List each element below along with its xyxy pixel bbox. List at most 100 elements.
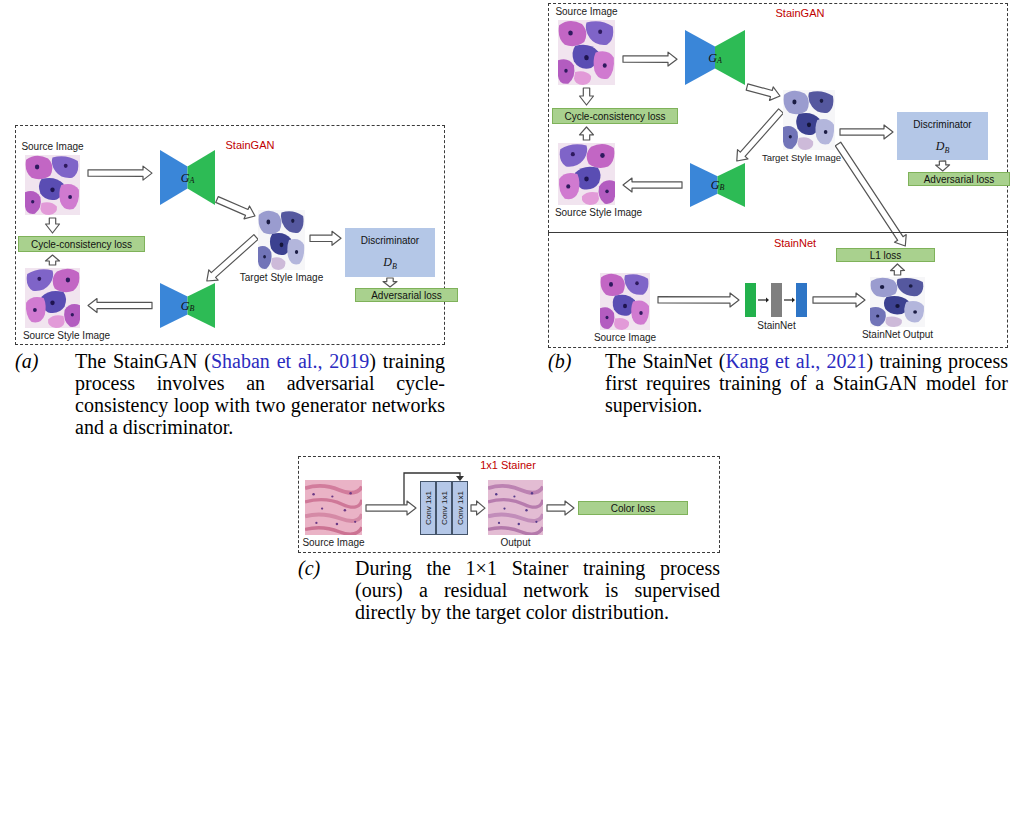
caption-body: The StainNet (Kang et al., 2021) trainin… [605, 350, 1008, 416]
arrow-body [88, 166, 152, 180]
conv-label: Conv 1x1 [440, 491, 449, 525]
symbol-line: DB [936, 136, 950, 154]
panel-title: StainGAN [776, 7, 825, 20]
symbol-letter: G [181, 300, 190, 312]
generator-network: GA [685, 30, 745, 85]
generator-network: GB [160, 283, 215, 328]
loss-box: Cycle-consistency loss [18, 236, 145, 252]
arrow-body [891, 264, 905, 275]
caption-tag: (b) [548, 350, 571, 372]
image-caption: Source Style Image [23, 330, 110, 342]
generator-label: GA [160, 150, 215, 205]
block-arrow [936, 161, 950, 171]
image-tile-node: Source Style Image [558, 143, 615, 205]
symbol-letter: G [711, 179, 720, 191]
block-arrow [840, 125, 893, 139]
loss-box: Color loss [578, 501, 688, 515]
image-tile-svg [558, 20, 615, 85]
dashed-panel: StainGANSource ImageGATarget Style Image… [15, 125, 445, 345]
symbol-subscript: A [189, 177, 194, 185]
conv-layer: Conv 1x1 [452, 481, 468, 535]
image-tile-node: Source Image [558, 20, 615, 85]
arrow-body [547, 501, 574, 515]
image-tile-svg [870, 277, 925, 327]
image-tile-svg [600, 273, 650, 330]
box-label: Discriminator [913, 119, 971, 131]
block-arrow [623, 52, 677, 66]
symbol-line: DB [383, 252, 397, 270]
block-arrow [658, 293, 739, 307]
image-tile-node: Output [488, 480, 543, 535]
generator-network: GA [160, 150, 215, 205]
block-arrow [88, 166, 152, 180]
arrow-body [580, 127, 594, 140]
dashed-panel: 1x1 StainerSource ImageConv 1x1Conv 1x1C… [298, 456, 720, 553]
micrograph-image [305, 480, 362, 535]
figure-caption: (c)During the 1×1 Stainer training proce… [298, 557, 720, 623]
image-tile-node: Target Style Image [783, 90, 835, 150]
loss-box: L1 loss [836, 248, 935, 262]
citation: Shaban et al., 2019 [211, 350, 369, 372]
image-caption: Source Image [21, 141, 83, 153]
arrow-body [840, 125, 893, 139]
stainnet-layers [745, 283, 807, 317]
image-tile-node: Target Style Image [258, 210, 305, 270]
arrow-body [46, 218, 60, 233]
loss-box: Cycle-consistency loss [552, 108, 678, 124]
loss-label: L1 loss [870, 250, 902, 261]
arrow-body [623, 178, 682, 192]
block-arrow [46, 255, 60, 265]
arrow-body [471, 501, 485, 515]
block-arrow [835, 142, 906, 246]
panel-title: 1x1 Stainer [480, 459, 536, 472]
image-caption: Source Style Image [555, 207, 642, 219]
caption-text: The StainGAN ( [75, 350, 211, 372]
panel-title: StainGAN [226, 139, 275, 152]
block-arrow [580, 88, 594, 105]
symbol-subscript: B [392, 262, 397, 271]
image-tile-node: Source Image [600, 273, 650, 330]
micrograph-image [488, 480, 543, 535]
image-tile-svg [783, 90, 835, 150]
dashed-panel: StainGAN Source Image GA Target Style Image… [548, 3, 1008, 233]
image-tile-node: StainNet Output [870, 277, 925, 327]
block-arrow [623, 178, 682, 192]
micrograph-image [558, 143, 615, 205]
arrow-body [623, 52, 677, 66]
citation: Kang et al., 2021 [725, 350, 866, 372]
image-tile-svg [488, 480, 543, 535]
decoder-half [715, 30, 745, 85]
arrow-body [366, 501, 416, 515]
stainnet-block: StainNet [745, 282, 808, 318]
loss-label: Cycle-consistency loss [564, 111, 665, 122]
image-tile-svg [25, 155, 80, 215]
arrow-body [310, 231, 341, 245]
decoder-half [188, 283, 216, 328]
arrow-body [835, 142, 906, 246]
dashed-panel: StainNetL1 lossSource ImageStainNetStain… [548, 233, 1008, 348]
symbol-subscript: B [944, 146, 949, 155]
decoder-half [188, 150, 216, 205]
image-caption: Output [500, 537, 530, 549]
symbol-letter: D [936, 139, 945, 153]
arrow-body [658, 293, 739, 307]
stainnet-svg [745, 282, 808, 318]
micrograph-image [870, 277, 925, 327]
image-caption: Target Style Image [762, 152, 841, 164]
arrow-body [88, 299, 152, 313]
generator-label: GA [685, 30, 745, 85]
loss-label: Adversarial loss [371, 290, 442, 301]
panel-title: StainNet [774, 237, 816, 250]
arrow-body [813, 293, 865, 307]
micrograph-image [25, 155, 80, 215]
image-tile-node: Source Style Image [25, 268, 80, 328]
image-tile-svg [25, 268, 80, 328]
block-arrow [88, 299, 152, 313]
block-arrow [580, 127, 594, 140]
caption-body: The StainGAN (Shaban et al., 2019) train… [75, 350, 445, 438]
discriminator-box: DiscriminatorDB [897, 112, 988, 160]
image-tile-svg [558, 143, 615, 205]
symbol-letter: G [708, 52, 717, 64]
image-caption: Target Style Image [240, 272, 323, 284]
block-arrow [383, 278, 397, 287]
